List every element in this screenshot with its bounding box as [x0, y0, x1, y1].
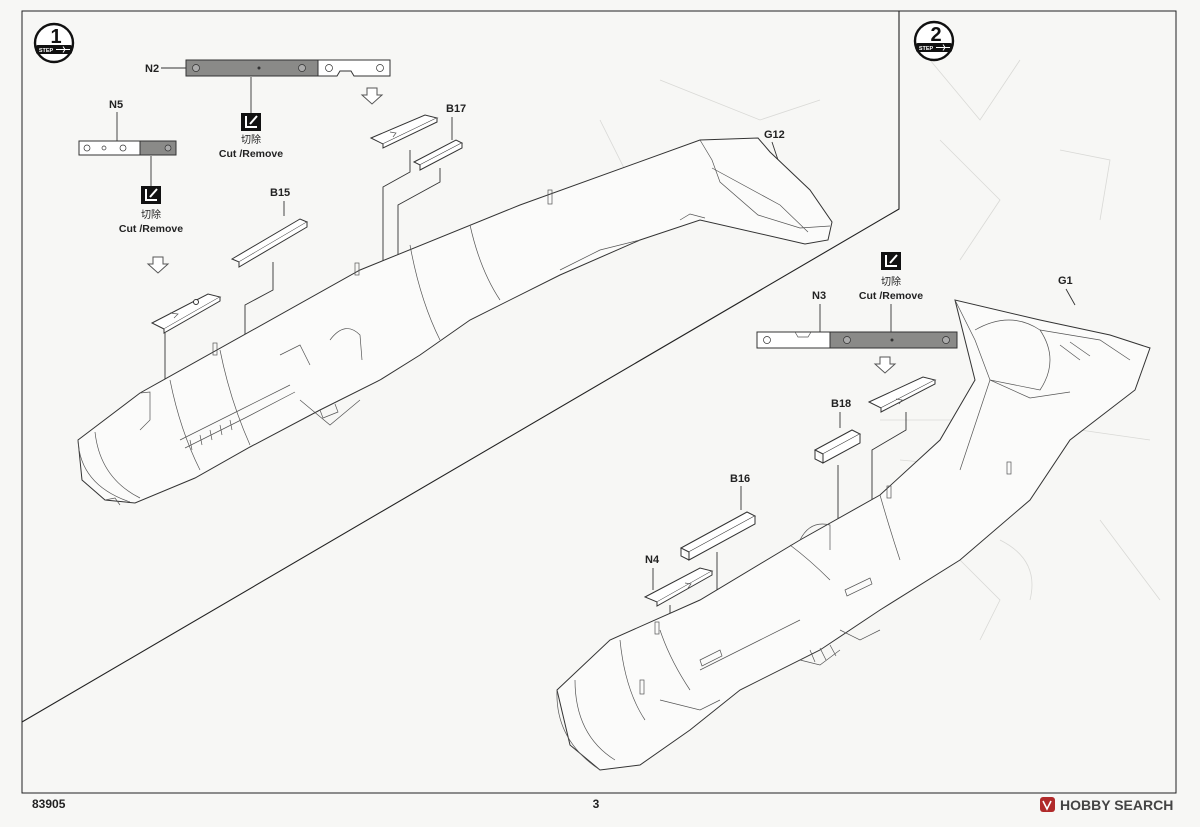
watermark-text: HOBBY SEARCH [1060, 797, 1173, 813]
part-n5-piece [150, 293, 222, 334]
step-2-badge: 2 STEP [913, 20, 955, 62]
step-1-word: STEP [39, 48, 54, 54]
cut-remove-icon [881, 252, 901, 270]
label-b16: B16 [730, 473, 750, 485]
step-2: 2 STEP 切除 Cut /Remove N3 [556, 20, 1151, 771]
step-1: 1 STEP N2 切除 Cut /Remove N5 [33, 22, 833, 506]
label-b18: B18 [831, 398, 851, 410]
cut-note-1-text: Cut /Remove [219, 148, 283, 160]
cut-note-3-cjk: 切除 [881, 275, 901, 288]
part-b18 [813, 429, 862, 464]
cut-remove-icon [141, 186, 161, 204]
down-arrow-icon [146, 256, 170, 274]
label-n5: N5 [109, 99, 123, 111]
part-b16 [679, 511, 757, 561]
kit-number: 83905 [32, 797, 66, 811]
cut-note-2-cjk: 切除 [141, 208, 161, 221]
part-n2-piece [369, 114, 439, 149]
label-b17: B17 [446, 103, 466, 115]
page-number: 3 [593, 797, 600, 811]
part-b15 [230, 218, 309, 268]
step-1-number: 1 [50, 26, 61, 48]
cut-note-2-text: Cut /Remove [119, 223, 183, 235]
fuselage-half-left [77, 137, 833, 506]
plane-icon [56, 46, 70, 53]
cut-note-1-cjk: 切除 [241, 133, 261, 146]
part-n2 [185, 59, 391, 77]
down-arrow-icon [873, 356, 897, 374]
watermark: HOBBY SEARCH [1040, 797, 1173, 813]
step-2-number: 2 [930, 24, 941, 46]
part-n5 [78, 140, 177, 156]
label-g12: G12 [764, 129, 785, 141]
label-n2: N2 [145, 63, 159, 75]
label-n4: N4 [645, 554, 660, 566]
label-g1: G1 [1058, 275, 1073, 287]
step-1-badge: 1 STEP [33, 22, 75, 64]
footer: 83905 3 HOBBY SEARCH [32, 797, 1173, 813]
label-b15: B15 [270, 187, 290, 199]
page-frame [21, 10, 1177, 794]
down-arrow-icon [360, 87, 384, 105]
part-b17 [412, 139, 464, 171]
cut-note-3-text: Cut /Remove [859, 290, 923, 302]
step-2-word: STEP [919, 46, 934, 52]
cut-remove-icon [241, 113, 261, 131]
part-n4 [643, 567, 714, 607]
part-n3 [756, 331, 958, 349]
fuselage-half-right [556, 299, 1151, 771]
plane-icon [936, 44, 950, 51]
part-n3-piece [867, 376, 937, 413]
label-n3: N3 [812, 290, 826, 302]
